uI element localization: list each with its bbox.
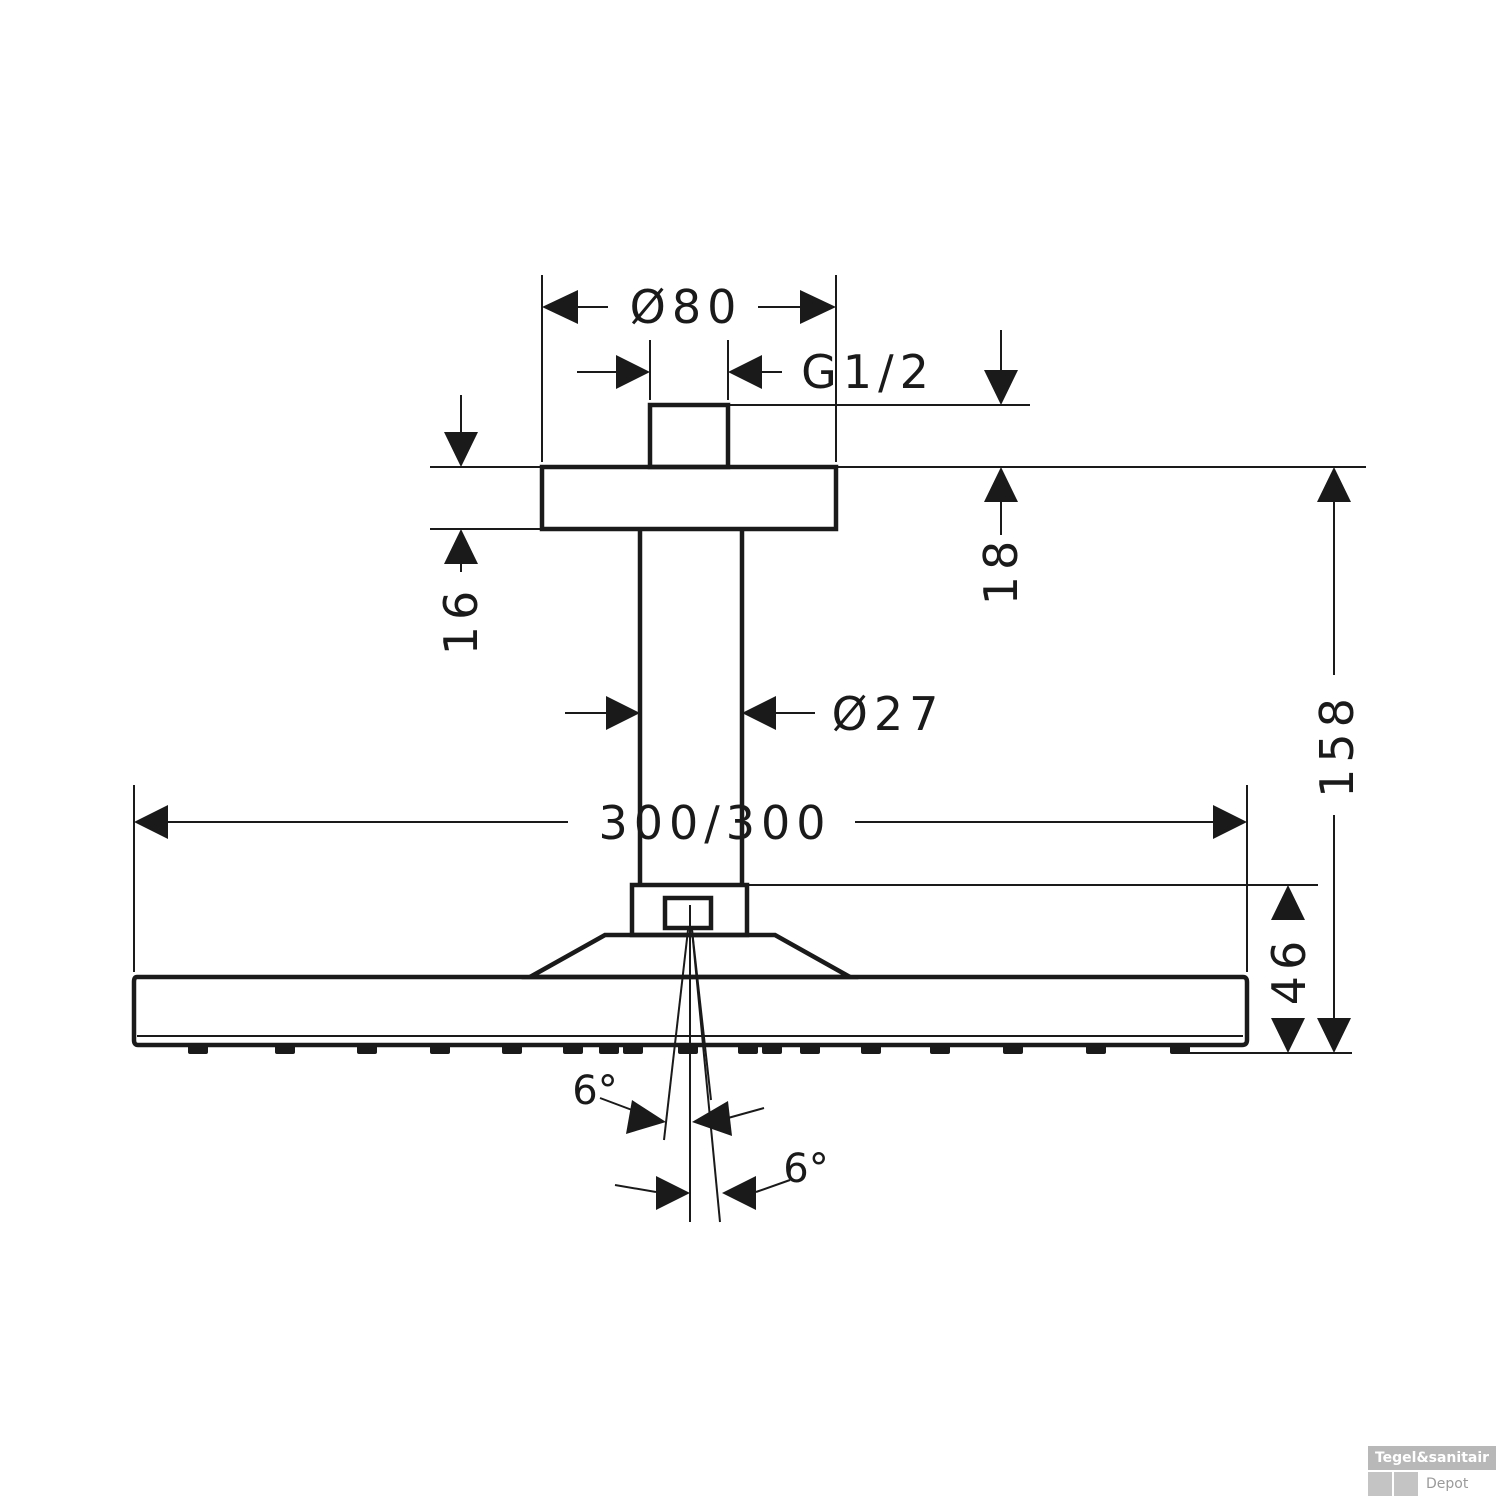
nozzle	[563, 1045, 583, 1054]
nozzle	[861, 1045, 881, 1054]
nozzle	[1086, 1045, 1106, 1054]
dim-arm-diameter: Ø27	[565, 687, 945, 741]
nozzle	[678, 1045, 698, 1054]
label-300-300: 300/300	[598, 796, 831, 850]
nozzle	[275, 1045, 295, 1054]
dim-thread: G1/2	[577, 340, 935, 400]
nozzle	[762, 1045, 782, 1054]
label-18: 18	[974, 535, 1028, 606]
nozzle	[800, 1045, 820, 1054]
label-16: 16	[434, 585, 488, 656]
label-diameter-80: Ø80	[630, 280, 743, 334]
dim-head-height: 46	[747, 884, 1352, 1054]
watermark-drop-icon	[1368, 1472, 1392, 1496]
nozzle	[430, 1045, 450, 1054]
angle-construction	[663, 905, 721, 1223]
nozzle	[930, 1045, 950, 1054]
watermark-line2: Depot	[1426, 1476, 1469, 1492]
dim-flange-height-18: 18	[974, 330, 1028, 605]
dim-total-height: 158	[1310, 467, 1364, 1053]
label-46: 46	[1262, 935, 1316, 1006]
label-angle-6-right: 6°	[783, 1146, 828, 1192]
watermark-tile-icon	[1394, 1472, 1418, 1496]
nozzle	[357, 1045, 377, 1054]
shower-arm	[637, 529, 745, 885]
nozzle-row	[188, 1045, 1190, 1054]
label-diameter-27: Ø27	[832, 687, 945, 741]
nozzle	[623, 1045, 643, 1054]
watermark-logo: Tegel&sanitair Depot	[1368, 1446, 1496, 1498]
nozzle	[188, 1045, 208, 1054]
nozzle	[1170, 1045, 1190, 1054]
label-thread-g12: G1/2	[801, 345, 935, 399]
ceiling-flange	[539, 402, 839, 532]
label-158: 158	[1310, 692, 1364, 798]
nozzle	[502, 1045, 522, 1054]
watermark-line1: Tegel&sanitair	[1368, 1446, 1496, 1470]
dim-flange-diameter: Ø80	[541, 275, 837, 462]
nozzle	[738, 1045, 758, 1054]
label-angle-6-left: 6°	[572, 1068, 617, 1114]
dim-angle-left: 6°	[572, 1068, 765, 1136]
reference-lines-top	[430, 404, 1366, 530]
nozzle	[599, 1045, 619, 1054]
dim-angle-right: 6°	[614, 1146, 829, 1210]
dim-head-width: 300/300	[133, 785, 1248, 972]
nozzle	[1003, 1045, 1023, 1054]
dim-arm-offset-16: 16	[434, 395, 488, 655]
